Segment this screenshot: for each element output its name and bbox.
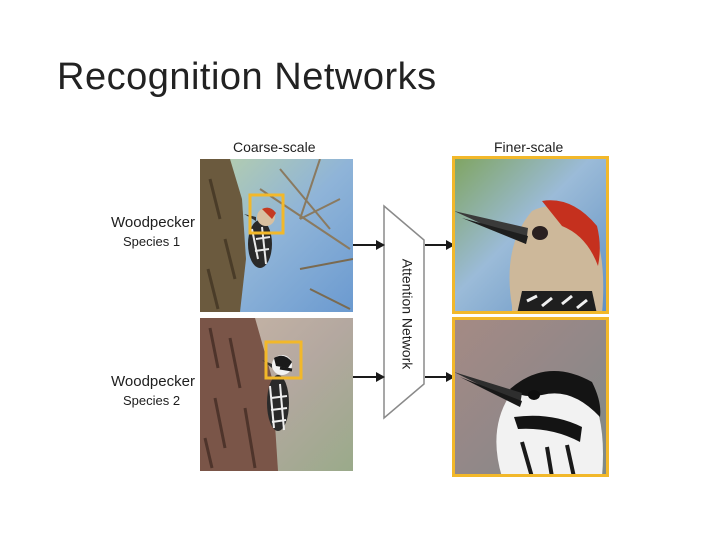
slide-title: Recognition Networks [57, 56, 437, 98]
attention-network-label: Attention Network [399, 258, 415, 370]
attention-network-shape [353, 204, 455, 420]
finer-scale-label: Finer-scale [494, 139, 564, 155]
arrow-icon [353, 240, 455, 382]
coarse-photo-1 [200, 159, 353, 312]
row-2-species: Species 2 [123, 393, 181, 409]
coarse-photo-2 [200, 318, 353, 471]
row-label-1: Woodpecker Species 1 [111, 213, 195, 251]
row-label-2: Woodpecker Species 2 [111, 372, 195, 410]
row-1-name: Woodpecker [111, 214, 195, 231]
coarse-scale-label: Coarse-scale [233, 139, 316, 155]
finer-photo-1 [452, 156, 609, 314]
row-2-name: Woodpecker [111, 373, 195, 390]
row-1-species: Species 1 [123, 234, 181, 250]
finer-photo-2 [452, 317, 609, 477]
